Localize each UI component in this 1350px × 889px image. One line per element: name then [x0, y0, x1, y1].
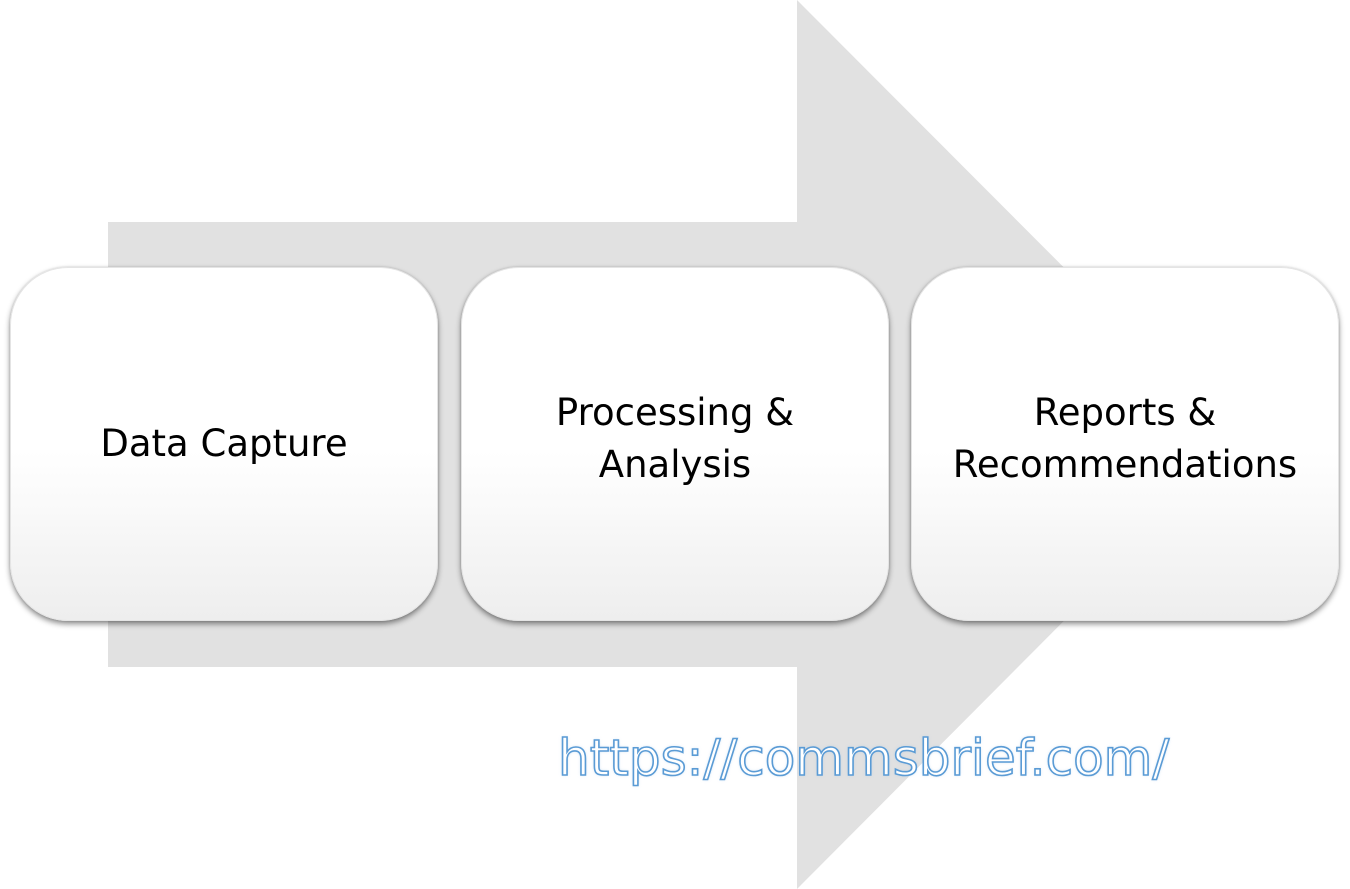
step-reports-recommendations: Reports & Recommendations [911, 267, 1339, 621]
step-data-capture: Data Capture [10, 267, 438, 621]
step-label: Data Capture [100, 422, 348, 465]
watermark-url: https://commsbrief.com/ [557, 728, 1170, 788]
step-label: Processing & Analysis [555, 391, 795, 486]
step-label: Reports & Recommendations [952, 391, 1298, 486]
step-processing-analysis: Processing & Analysis [461, 267, 889, 621]
